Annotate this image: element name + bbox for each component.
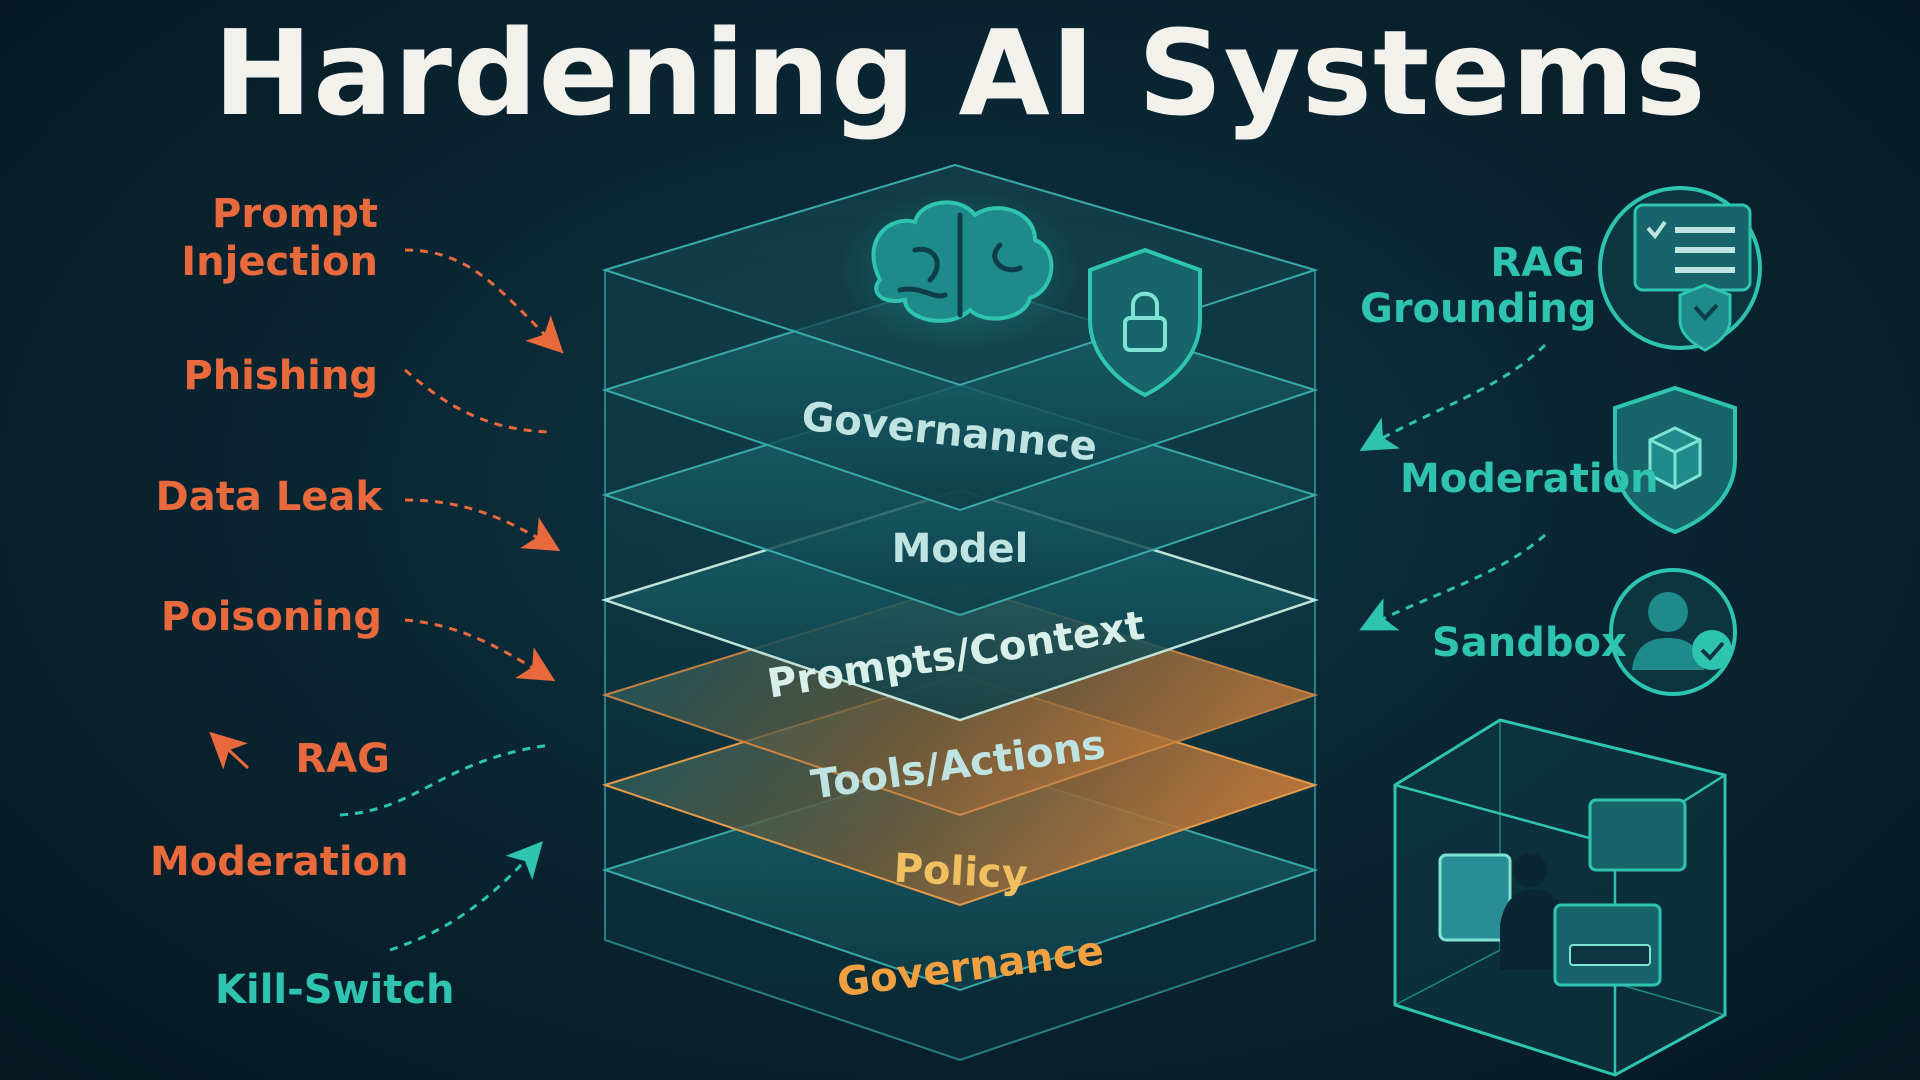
threat-arrows	[404, 248, 564, 682]
shield-lock-icon	[1088, 247, 1202, 398]
layer-label-model: Model	[892, 526, 1029, 572]
threat-moderation: Moderation	[150, 839, 409, 885]
threat-data-leak: Data Leak	[155, 474, 382, 520]
threat-poisoning: Poisoning	[160, 594, 382, 640]
kill-switch-arrow	[389, 841, 544, 952]
page-title: Hardening AI Systems	[213, 4, 1707, 142]
defense-arrows	[1359, 343, 1547, 631]
threat-rag: RAG	[295, 736, 390, 782]
checklist-shield-icon	[1598, 186, 1762, 352]
sandbox-cube-icon	[1393, 718, 1727, 1077]
threat-kill-switch: Kill-Switch	[215, 967, 455, 1013]
user-check-icon	[1609, 568, 1737, 696]
defense-rag-grounding: RAG Grounding	[1360, 240, 1597, 332]
rag-threat-arrow	[209, 731, 551, 817]
defense-moderation: Moderation	[1400, 456, 1659, 502]
threat-phishing: Phishing	[183, 353, 378, 399]
threat-prompt-injection: Prompt Injection	[181, 191, 378, 285]
defense-sandbox: Sandbox	[1432, 620, 1627, 666]
layer-label-policy: Policy	[893, 846, 1029, 899]
shield-box-icon	[1613, 385, 1737, 535]
brain-icon	[840, 190, 1080, 350]
